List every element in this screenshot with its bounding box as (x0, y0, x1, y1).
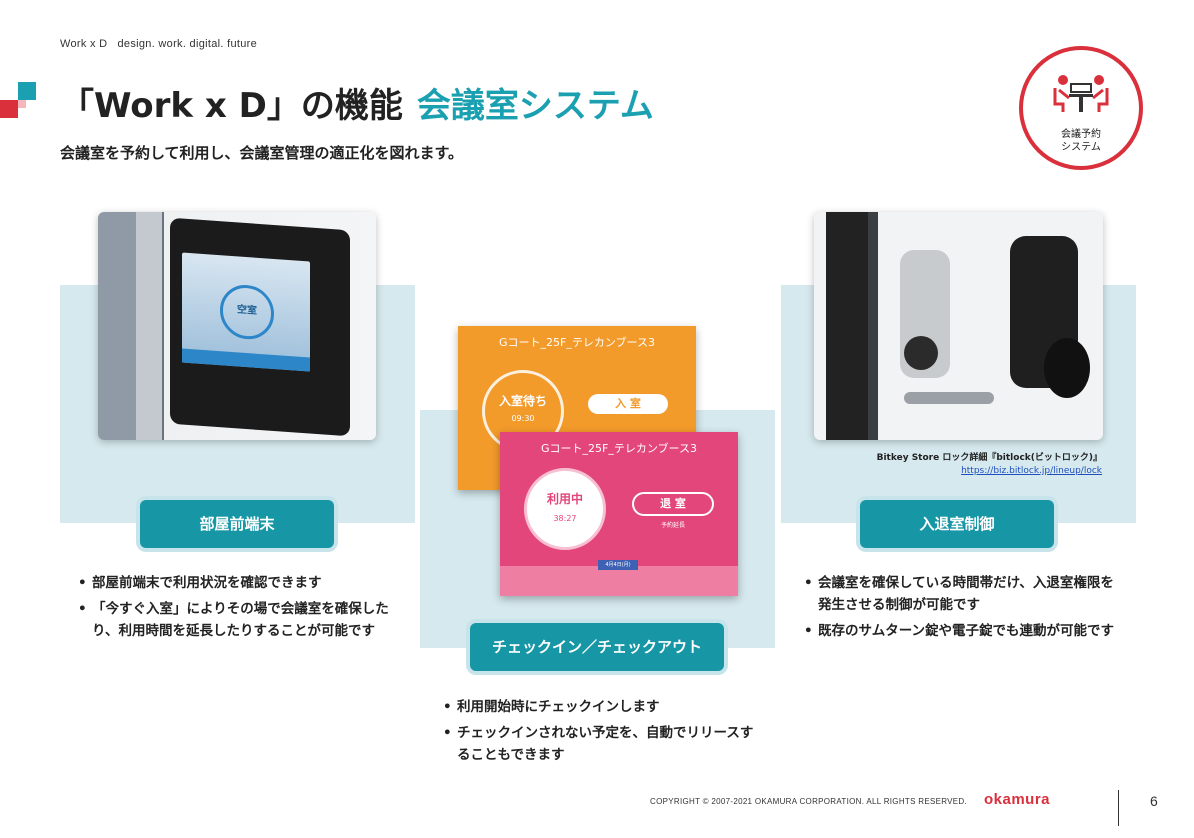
okamura-logo: okamura (984, 791, 1051, 808)
screen-in-use-time: 38:27 (553, 514, 577, 523)
timeline-date: 4月4日(月) (598, 560, 638, 570)
smart-lock-photo (814, 212, 1103, 440)
tablet-screen: 空室 (182, 252, 310, 372)
screen-waiting-status: 入室待ち (498, 394, 547, 408)
screen-waiting-time: 09:30 (511, 414, 535, 423)
bullet-item: 部屋前端末で利用状況を確認できます (78, 572, 398, 594)
bullet-item: 会議室を確保している時間帯だけ、入退室権限を発生させる制御が可能です (804, 572, 1122, 616)
bullets-room-terminal: 部屋前端末で利用状況を確認できます 「今すぐ入室」によりその場で会議室を確保した… (78, 572, 398, 646)
pill-access-control: 入退室制御 (860, 500, 1054, 548)
bullet-item: 既存のサムターン錠や電子錠でも連動が可能です (804, 620, 1122, 642)
system-badge: 会議予約 システム (1019, 46, 1143, 170)
enter-button[interactable]: 入 室 (588, 394, 668, 414)
decor-square-teal (18, 82, 36, 100)
page-title: 「Work x D」の機能会議室システム (60, 78, 654, 127)
lock-knob (904, 336, 938, 370)
wall-column (136, 212, 164, 440)
page-title-accent: 会議室システム (416, 86, 654, 126)
badge-label-line1: 会議予約 (1061, 129, 1101, 140)
pill-room-terminal: 部屋前端末 (140, 500, 334, 548)
door-frame (826, 212, 868, 440)
badge-label-line2: システム (1061, 142, 1101, 153)
bullet-item: 「今すぐ入室」によりその場で会議室を確保したり、利用時間を延長したりすることが可… (78, 598, 398, 642)
decor-square-red (0, 100, 18, 118)
lock-knob-black (1044, 338, 1090, 398)
screen-in-use-ring (524, 468, 606, 550)
door-glass (868, 212, 878, 440)
page-subtitle: 会議室を予約して利用し、会議室管理の適正化を図れます。 (60, 144, 464, 162)
screen-in-use-status: 利用中 (546, 492, 583, 506)
copyright: COPYRIGHT © 2007-2021 OKAMURA CORPORATIO… (650, 797, 968, 806)
door-handle (904, 392, 994, 404)
tablet-bottom-bar (182, 348, 310, 372)
screen-waiting-title: Gコート_25F_テレカンブース3 (499, 336, 655, 349)
screen-in-use: Gコート_25F_テレカンブース3 利用中 38:27 退 室 予約延長 4月4… (500, 432, 738, 596)
bullets-access-control: 会議室を確保している時間帯だけ、入退室権限を発生させる制御が可能です 既存のサム… (804, 572, 1122, 646)
bullet-item: チェックインされない予定を、自動でリリースすることもできます (443, 722, 763, 766)
brand-tagline: Work x D design. work. digital. future (60, 38, 258, 50)
footer-divider (1118, 790, 1119, 826)
lock-link[interactable]: https://biz.bitlock.jp/lineup/lock (961, 466, 1102, 476)
page-title-main: 「Work x D」の機能 (60, 86, 403, 126)
screen-in-use-title: Gコート_25F_テレカンブース3 (541, 442, 697, 455)
tablet-device: 空室 (170, 217, 350, 437)
bullets-checkin: 利用開始時にチェックインします チェックインされない予定を、自動でリリースするこ… (443, 696, 763, 770)
meeting-room-icon (1053, 75, 1109, 112)
pill-checkin: チェックイン／チェックアウト (470, 623, 724, 671)
bullet-item: 利用開始時にチェックインします (443, 696, 763, 718)
decor-square-pink (18, 100, 26, 108)
page-number: 6 (1150, 793, 1158, 809)
timeline-bar (500, 566, 738, 596)
room-terminal-photo: 空室 (98, 212, 376, 440)
exit-button[interactable]: 退 室 (632, 492, 714, 516)
lock-caption: Bitkey Store ロック詳細『bitlock(ビットロック)』 (876, 453, 1102, 463)
extend-label[interactable]: 予約延長 (660, 522, 685, 529)
